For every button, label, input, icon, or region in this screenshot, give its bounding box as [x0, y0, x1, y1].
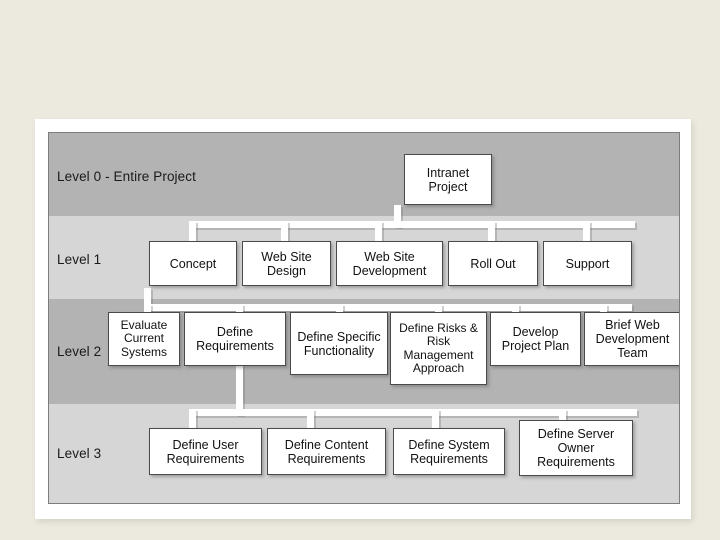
node-label-web-site-development: Web Site Development	[352, 249, 427, 278]
connector-l2-drop-left-stub	[144, 288, 151, 311]
connector-l3-drop-define-server-owner-requirements	[559, 409, 566, 428]
node-label-evaluate-current-systems: Evaluate Current Systems	[120, 317, 168, 359]
node-define-specific-functionality[interactable]: Define Specific Functionality	[290, 312, 388, 375]
node-label-define-user-requirements: Define User Requirements	[166, 437, 245, 466]
node-define-server-owner-requirements[interactable]: Define Server Owner Requirements	[519, 420, 633, 476]
band-label-level1: Level 1	[57, 252, 102, 267]
node-evaluate-current-systems[interactable]: Evaluate Current Systems	[108, 312, 180, 366]
connector-l1-drop-roll-out	[488, 221, 495, 241]
connector-l3-drop-define-user-requirements	[189, 409, 196, 428]
band-label-level2: Level 2	[57, 344, 102, 359]
connector-l1-drop-web-site-development	[375, 221, 382, 241]
band-label-level3: Level 3	[57, 446, 102, 461]
node-define-user-requirements[interactable]: Define User Requirements	[149, 428, 262, 475]
node-brief-web-development-team[interactable]: Brief Web Development Team	[584, 312, 679, 366]
wbs-diagram-panel: Level 0 - Entire Project Level 1 Level 2…	[48, 132, 680, 504]
node-concept[interactable]: Concept	[149, 241, 237, 286]
node-define-content-requirements[interactable]: Define Content Requirements	[267, 428, 386, 475]
node-label-develop-project-plan: Develop Project Plan	[501, 325, 570, 353]
connector-l1-drop-concept	[189, 221, 196, 241]
node-label-define-requirements: Define Requirements	[196, 325, 274, 353]
node-define-system-requirements[interactable]: Define System Requirements	[393, 428, 505, 475]
node-label-support: Support	[565, 256, 610, 271]
node-intranet-project[interactable]: Intranet Project	[404, 154, 492, 205]
node-develop-project-plan[interactable]: Develop Project Plan	[490, 312, 581, 366]
band-label-level0: Level 0 - Entire Project	[57, 169, 196, 184]
node-define-requirements[interactable]: Define Requirements	[184, 312, 286, 366]
node-label-define-server-owner-requirements: Define Server Owner Requirements	[537, 427, 615, 469]
connector-l1-drop-support	[583, 221, 590, 241]
band-level0	[49, 133, 679, 216]
node-label-define-content-requirements: Define Content Requirements	[284, 437, 369, 466]
node-label-define-specific-functionality: Define Specific Functionality	[297, 329, 381, 358]
connector-l1-drop-web-site-design	[281, 221, 288, 241]
connector-l3-drop-define-content-requirements	[307, 409, 314, 428]
connector-l3-bus	[189, 409, 637, 416]
node-label-concept: Concept	[169, 256, 217, 271]
connector-l3-drop-from-define-requirements	[236, 355, 243, 415]
node-label-web-site-design: Web Site Design	[261, 249, 312, 278]
node-label-define-system-requirements: Define System Requirements	[408, 437, 490, 466]
node-roll-out[interactable]: Roll Out	[448, 241, 538, 286]
connector-l3-drop-define-system-requirements	[432, 409, 439, 428]
connector-l1-bus	[189, 221, 635, 228]
node-define-risks-risk-management-approach[interactable]: Define Risks & Risk Management Approach	[390, 312, 487, 385]
node-support[interactable]: Support	[543, 241, 632, 286]
connector-l0-drop	[394, 205, 401, 227]
node-label-roll-out: Roll Out	[470, 256, 516, 271]
node-label-define-risks-risk-management-approach: Define Risks & Risk Management Approach	[399, 320, 478, 375]
node-label-intranet-project: Intranet Project	[426, 165, 470, 194]
connector-l2-bus	[144, 304, 632, 311]
node-web-site-design[interactable]: Web Site Design	[242, 241, 331, 286]
node-label-brief-web-development-team: Brief Web Development Team	[595, 318, 670, 360]
node-web-site-development[interactable]: Web Site Development	[336, 241, 443, 286]
